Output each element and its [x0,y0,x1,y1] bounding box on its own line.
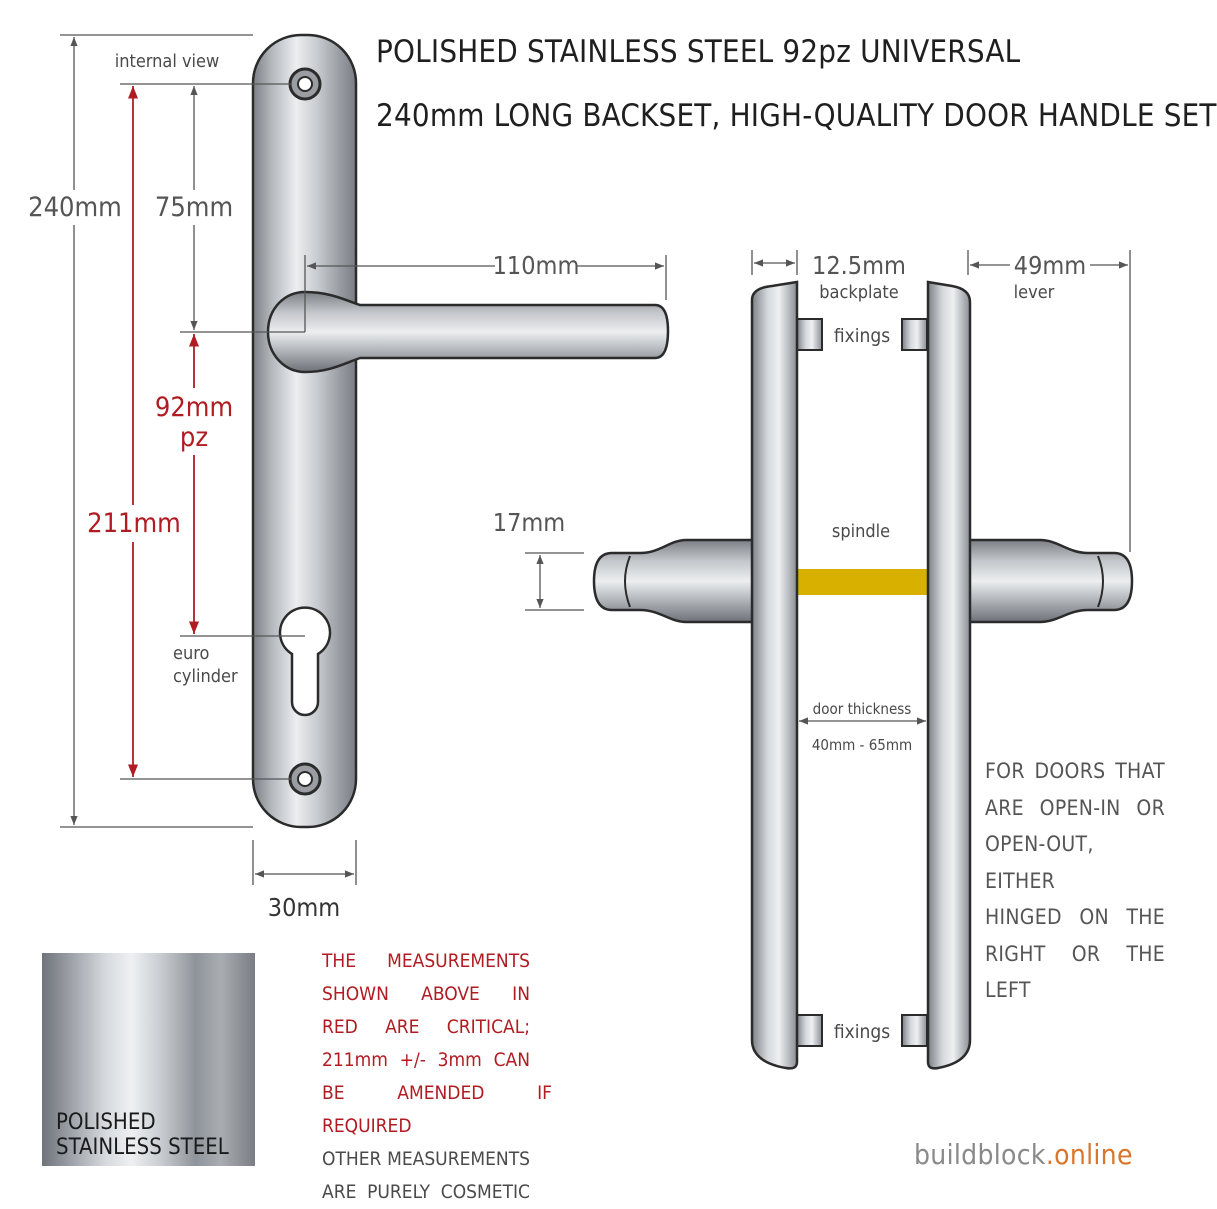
euro-cylinder-label-line2: cylinder [173,666,238,687]
side-left-lever-cap-line [624,555,631,608]
side-dimensions [525,250,1131,725]
critical-note-line: BE AMENDED IF REQUIRED [322,1082,552,1137]
backplate-label: backplate [819,282,899,303]
dim-30-label: 30mm [268,893,340,922]
side-view [592,280,1134,1070]
door-thickness-label: door thickness [813,700,912,718]
dim-92-label: 92mm [155,392,233,423]
fixing-bottom-left [796,1014,823,1047]
dim-75-label: 75mm [155,192,233,223]
finish-swatch-label: POLISHED STAINLESS STEEL [56,1110,229,1160]
spindle-bar [796,569,928,595]
measurement-note: THE MEASUREMENTS SHOWN ABOVE IN RED ARE … [322,945,552,1209]
euro-cylinder-cutout [278,606,332,717]
dim-pz-label: pz [180,422,208,453]
top-fixing-bore [297,76,313,92]
critical-note-line: THE MEASUREMENTS [322,950,530,972]
front-lever [266,290,670,374]
side-right-lever-cap-line [1097,555,1104,608]
lever-label: lever [1014,282,1055,303]
brand-logo: buildblock.online [914,1138,1133,1171]
finish-swatch: POLISHED STAINLESS STEEL [42,953,255,1166]
dim-240-label: 240mm [28,192,122,223]
front-dimensions [60,34,667,885]
critical-dimensions [127,86,200,777]
fixing-bottom-right [901,1014,928,1047]
finish-swatch-label-line1: POLISHED [56,1110,156,1135]
fixing-top-right [901,318,928,351]
title-line-2: 240mm LONG BACKSET, HIGH-QUALITY DOOR HA… [376,98,1217,134]
cosmetic-note-line: ARE PURELY COSMETIC [322,1181,530,1203]
fixings-bottom-label: fixings [834,1021,890,1043]
dim-110-label: 110mm [493,251,580,280]
critical-note-line: 211mm +/- 3mm CAN [322,1049,530,1071]
door-orientation-note-line: ARE OPEN-IN OR [985,795,1165,820]
side-labels: 12.5mm backplate 49mm lever fixings fixi… [493,251,1086,1043]
euro-cylinder-label-line1: euro [173,643,209,664]
finish-swatch-label-line2: STAINLESS STEEL [56,1135,229,1160]
critical-note-line: SHOWN ABOVE IN [322,983,530,1005]
diagram-canvas: internal view 240mm 75mm 110mm 92mm pz 2… [28,33,1134,1070]
side-right-backplate [926,280,972,1070]
dim-17-label: 17mm [493,508,565,537]
bottom-fixing-bore [297,771,313,787]
door-orientation-note-line: RIGHT OR THE LEFT [985,941,1165,1003]
spindle-label: spindle [832,521,890,542]
fixings-top-label: fixings [834,325,890,347]
dim-12-5-label: 12.5mm [812,251,906,280]
dim-49-label: 49mm [1014,251,1086,280]
front-labels: internal view 240mm 75mm 110mm 92mm pz 2… [28,51,579,922]
title-line-1: POLISHED STAINLESS STEEL 92pz UNIVERSAL [376,34,1021,70]
front-view [251,33,670,829]
door-orientation-note: FOR DOORS THAT ARE OPEN-IN OR OPEN-OUT, … [985,753,1165,1009]
brand-name: buildblock [914,1138,1046,1171]
cosmetic-note-line: OTHER MEASUREMENTS [322,1148,530,1170]
side-left-lever [592,538,762,624]
critical-note-line: RED ARE CRITICAL; [322,1016,530,1038]
door-orientation-note-line: OPEN-OUT, EITHER [985,832,1094,893]
door-orientation-note-line: FOR DOORS THAT [985,759,1165,783]
internal-view-label: internal view [115,51,220,72]
side-left-backplate [750,280,799,1070]
thickness-range-label: 40mm - 65mm [812,736,912,754]
brand-tld: .online [1045,1138,1133,1171]
dim-211-label: 211mm [87,508,181,539]
side-right-lever [958,538,1134,624]
fixing-top-left [796,318,823,351]
door-orientation-note-line: HINGED ON THE [985,905,1165,929]
